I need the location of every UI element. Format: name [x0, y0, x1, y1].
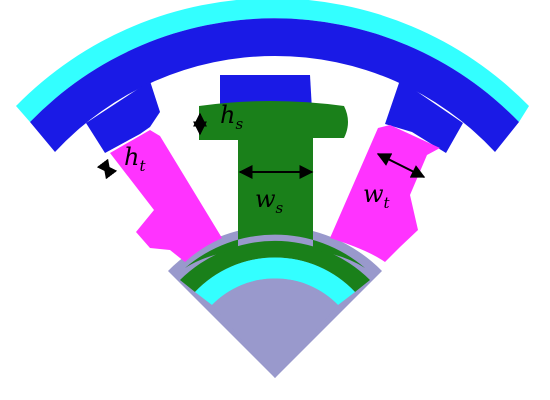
stator-yoke: [30, 18, 519, 152]
magnet-left: [110, 130, 222, 262]
stator-tooth-center: [220, 75, 312, 110]
ht-label: ht: [124, 143, 146, 175]
ht-dimension-arrow: [96, 158, 118, 180]
wt-label: wt: [363, 180, 391, 212]
hs-label: hs: [220, 101, 243, 133]
rotor-back-ring: [180, 240, 370, 292]
ws-label: ws: [255, 185, 284, 217]
inner-core: [212, 278, 338, 378]
stator-tooth-right: [385, 80, 463, 153]
rotor-pole: [185, 101, 365, 268]
inner-ring: [195, 257, 355, 305]
outer-ring: [16, 0, 529, 122]
wt-dimension-arrow: [376, 153, 426, 178]
stator-tooth-left: [86, 81, 160, 153]
